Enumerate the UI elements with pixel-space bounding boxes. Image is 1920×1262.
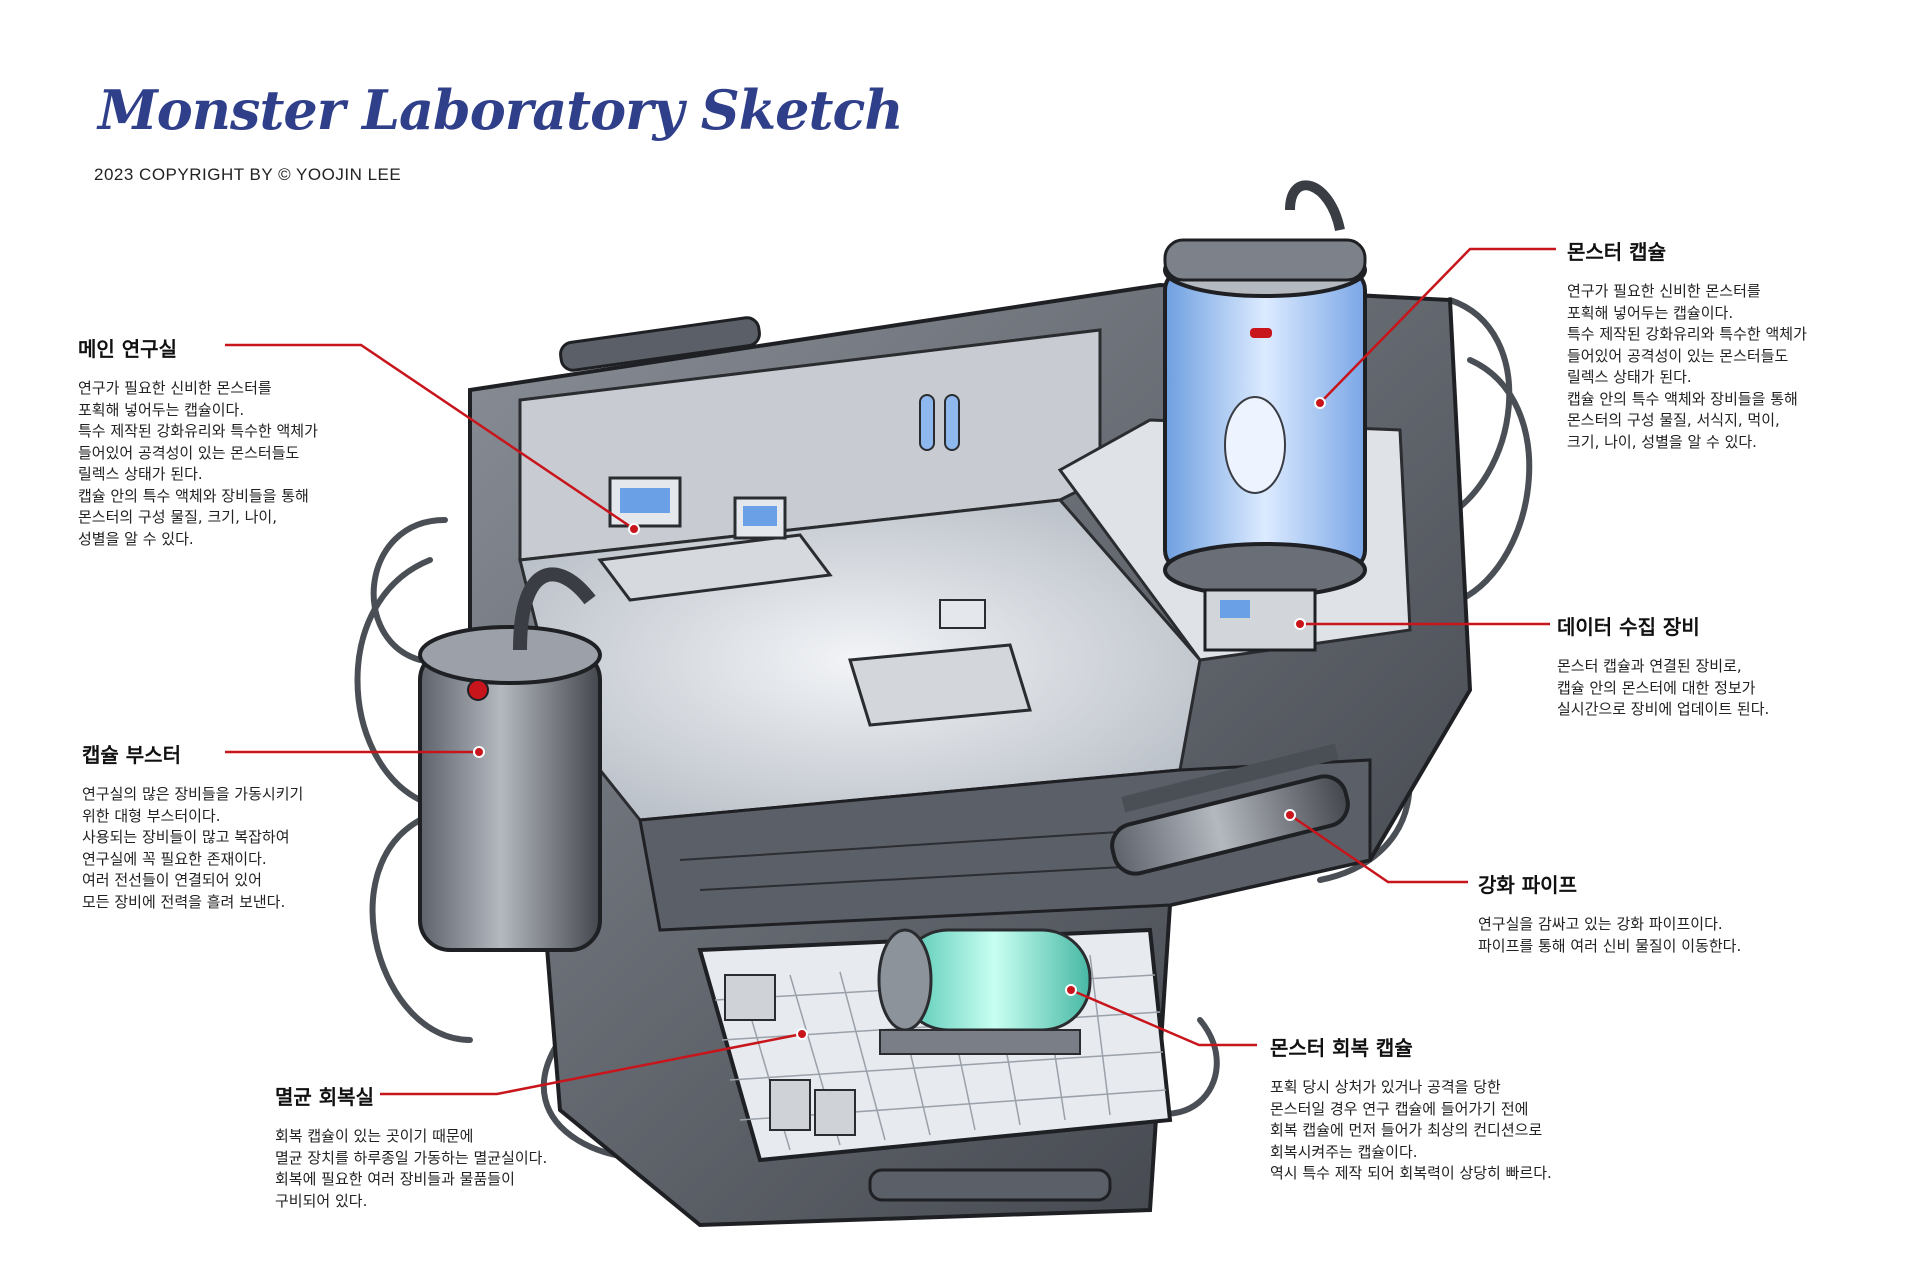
label-main-lab-body: 연구가 필요한 신비한 몬스터를 포획해 넣어두는 캡슐이다. 특수 제작된 강… [78, 379, 318, 548]
label-reinforced-pipe: 강화 파이프 연구실을 감싸고 있는 강화 파이프이다. 파이프를 통해 여러 … [1478, 869, 1741, 957]
leader-line-main-lab [225, 343, 635, 531]
label-main-lab: 메인 연구실 연구가 필요한 신비한 몬스터를 포획해 넣어두는 캡슐이다. 특… [78, 333, 318, 550]
leader-line-reinforced-pipe [1289, 813, 1468, 884]
label-recovery-capsule: 몬스터 회복 캡슐 포획 당시 상처가 있거나 공격을 당한 몬스터일 경우 연… [1270, 1032, 1552, 1185]
label-recovery-capsule-title: 몬스터 회복 캡슐 [1270, 1036, 1413, 1060]
front-wall [638, 758, 1372, 932]
label-data-equipment-body: 몬스터 캡슐과 연결된 장비로, 캡슐 안의 몬스터에 대한 정보가 실시간으로… [1557, 657, 1770, 718]
label-capsule-booster: 캡슐 부스터 연구실의 많은 장비들을 가동시키기 위한 대형 부스터이다. 사… [82, 739, 303, 913]
leader-line-monster-capsule [1319, 247, 1556, 404]
label-main-lab-title: 메인 연구실 [78, 337, 177, 361]
label-sterile-room: 멸균 회복실 회복 캡슐이 있는 곳이기 때문에 멸균 장치를 하루종일 가동하… [275, 1081, 547, 1212]
reinforced-pipe-art [1110, 743, 1350, 876]
leader-lines [225, 247, 1556, 1096]
label-sterile-room-title: 멸균 회복실 [275, 1085, 374, 1109]
label-capsule-booster-title: 캡슐 부스터 [82, 743, 181, 767]
label-capsule-booster-body: 연구실의 많은 장비들을 가동시키기 위한 대형 부스터이다. 사용되는 장비들… [82, 785, 304, 911]
label-monster-capsule: 몬스터 캡슐 연구가 필요한 신비한 몬스터를 포획해 넣어두는 캡슐이다. 특… [1567, 236, 1807, 453]
label-monster-capsule-body: 연구가 필요한 신비한 몬스터를 포획해 넣어두는 캡슐이다. 특수 제작된 강… [1567, 282, 1807, 451]
capsule-booster-art [418, 567, 602, 952]
label-monster-capsule-title: 몬스터 캡슐 [1567, 240, 1666, 264]
label-recovery-capsule-body: 포획 당시 상처가 있거나 공격을 당한 몬스터일 경우 연구 캡슐에 들어가기… [1270, 1078, 1552, 1182]
leader-line-recovery-capsule [1070, 988, 1257, 1047]
main-lab-desk-art [597, 394, 960, 602]
copyright-text: 2023 COPYRIGHT BY © YOOJIN LEE [94, 165, 402, 184]
label-sterile-room-body: 회복 캡슐이 있는 곳이기 때문에 멸균 장치를 하루종일 가동하는 멸균실이다… [275, 1127, 548, 1210]
leader-line-sterile-room [380, 1032, 803, 1096]
label-data-equipment-title: 데이터 수집 장비 [1557, 615, 1700, 639]
label-data-equipment: 데이터 수집 장비 몬스터 캡슐과 연결된 장비로, 캡슐 안의 몬스터에 대한… [1557, 611, 1769, 721]
recovery-capsule-art [877, 928, 1092, 1055]
page-title: Monster Laboratory Sketch [98, 78, 904, 142]
top-handle [559, 316, 761, 372]
label-reinforced-pipe-body: 연구실을 감싸고 있는 강화 파이프이다. 파이프를 통해 여러 신비 물질이 … [1478, 915, 1742, 955]
monster-capsule-art [1163, 180, 1367, 598]
label-reinforced-pipe-title: 강화 파이프 [1478, 873, 1577, 897]
bottom-handle [868, 1168, 1112, 1202]
